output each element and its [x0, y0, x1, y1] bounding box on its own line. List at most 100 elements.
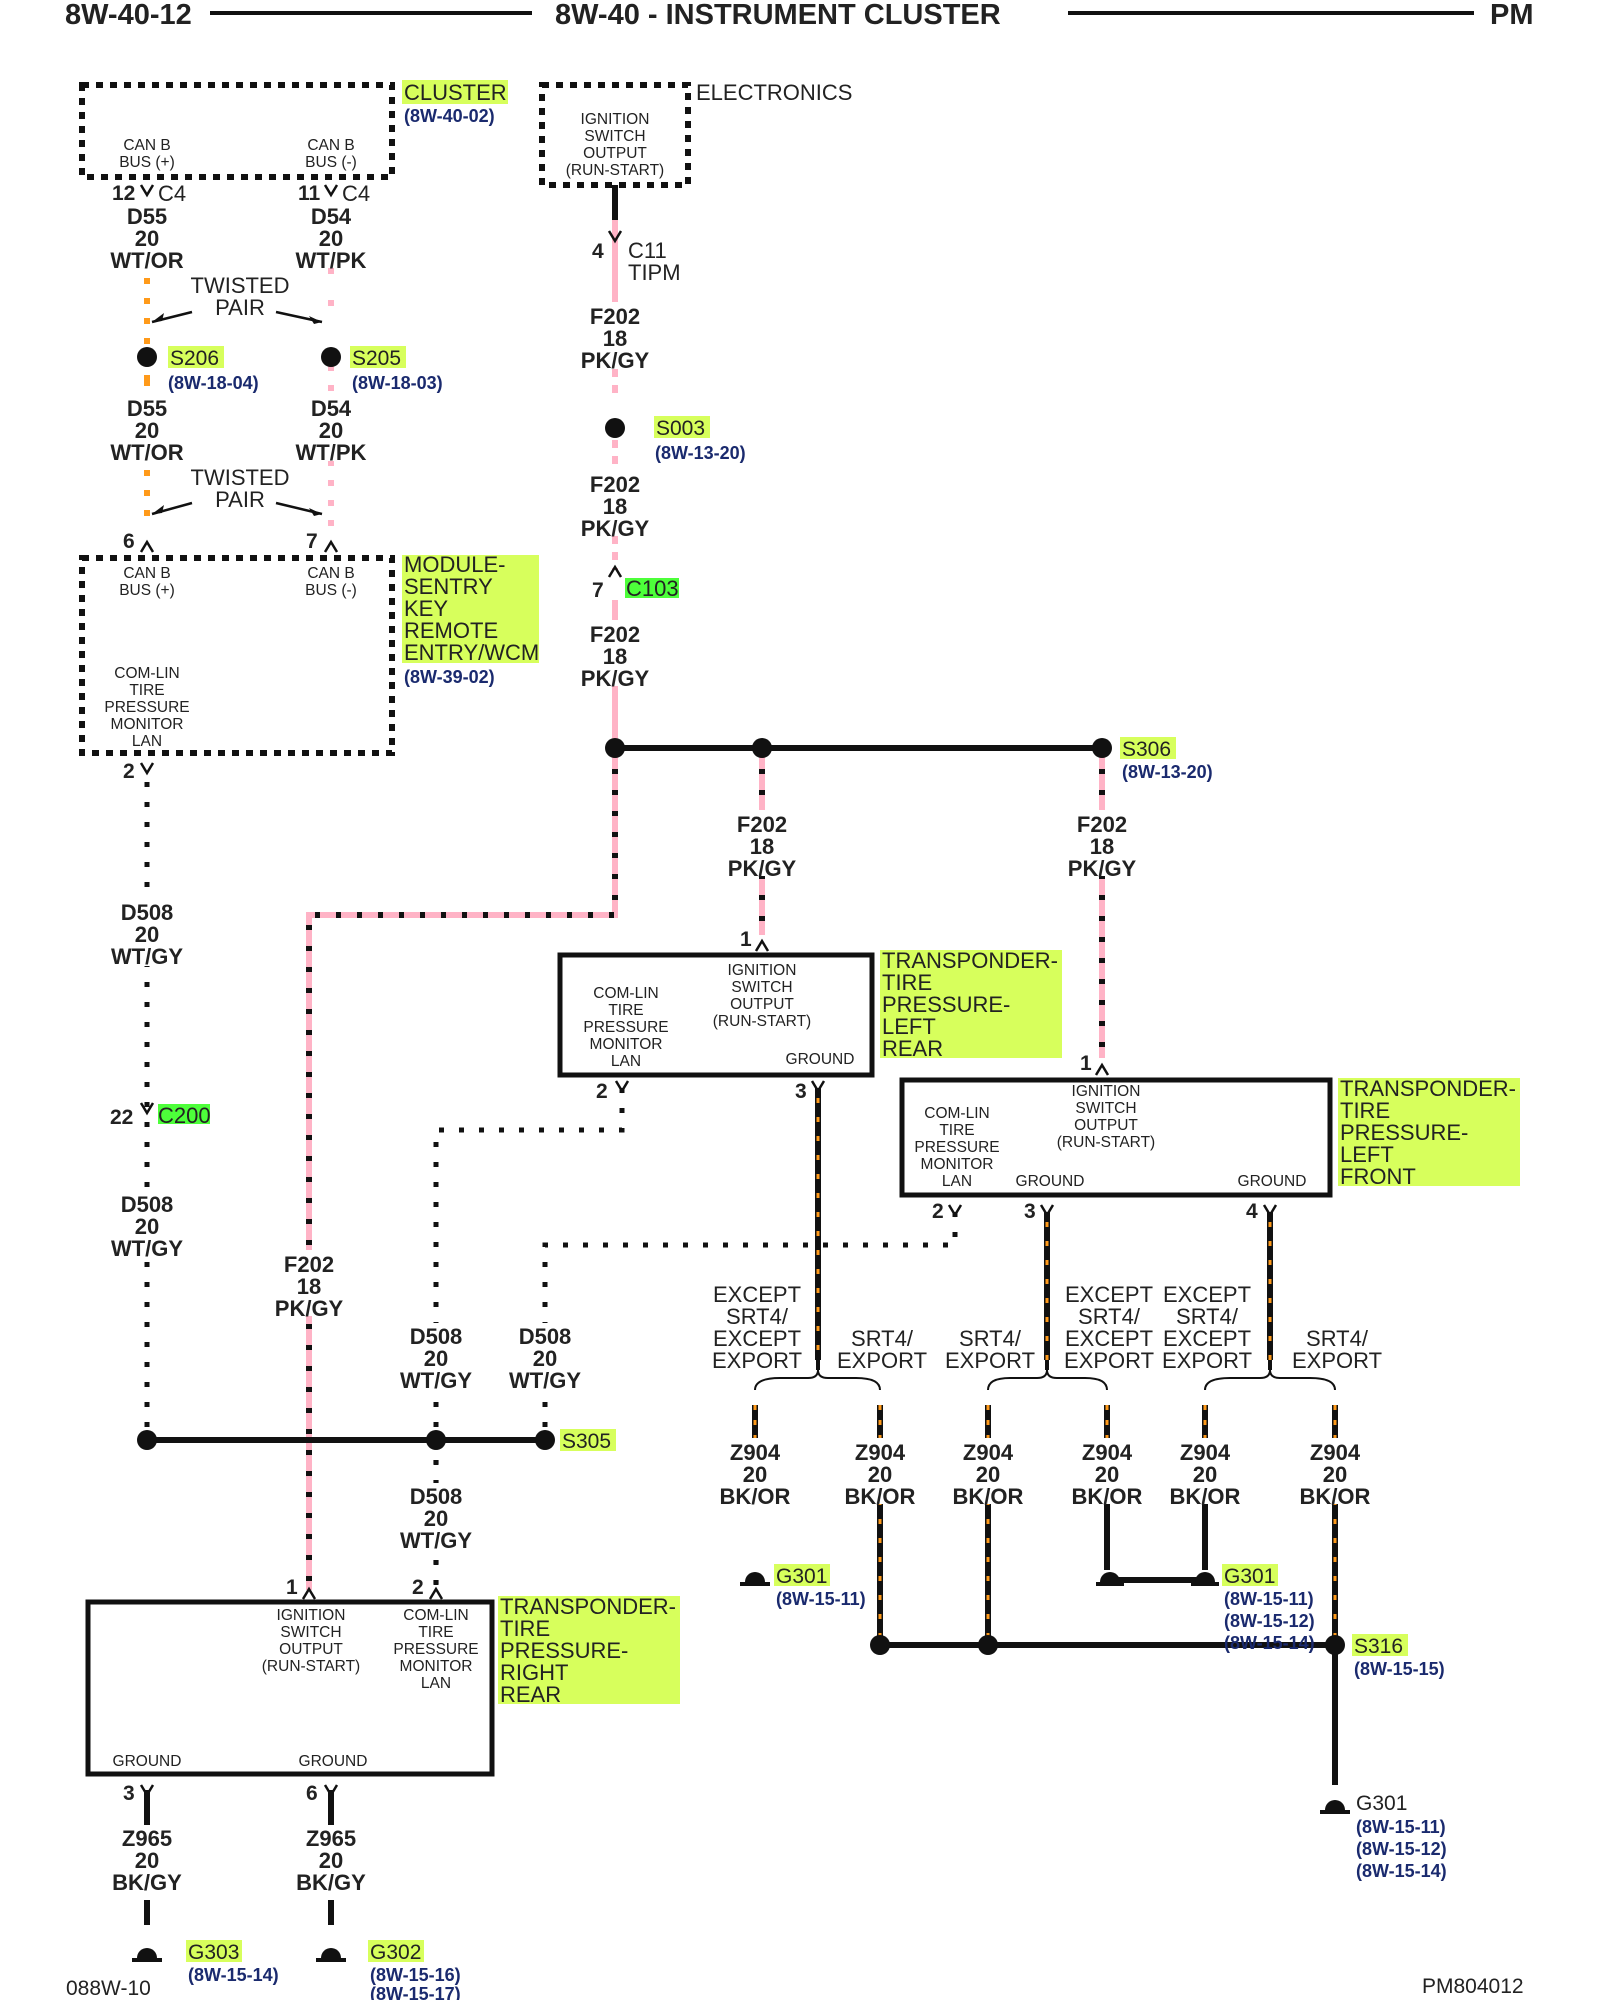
splice-s206-ref: (8W-18-04) [168, 373, 259, 393]
connector-chevron [947, 1204, 963, 1218]
lr-lan-pin: 2 [596, 1080, 608, 1103]
tp-rr-pin-gnd-1: GROUND [113, 1753, 182, 1770]
c11-name: C11 [628, 238, 667, 263]
splice-s316-dot-3 [1325, 1635, 1345, 1655]
connector-chevron [754, 938, 770, 952]
ground-g301-b-ref-2: (8W-15-12) [1224, 1611, 1315, 1631]
s205-highlight [350, 346, 406, 368]
s003-highlight [654, 416, 710, 438]
cluster-name-highlight [402, 80, 508, 104]
splice-s306-dot-2 [752, 738, 772, 758]
option-lf2-brace [1204, 1369, 1336, 1391]
connector-chevron [614, 1080, 630, 1094]
ground-g301-b-right [1191, 1572, 1219, 1586]
rr-ign-pin: 1 [286, 1576, 298, 1599]
page-title: 8W-40 - INSTRUMENT CLUSTER [555, 0, 1001, 31]
s316-highlight [1352, 1634, 1408, 1656]
ground-g301-b-left [1096, 1572, 1124, 1586]
rr-lan-pin: 2 [412, 1576, 424, 1599]
c103-name: C103 [626, 576, 679, 601]
wire-d508-lr [433, 1088, 625, 1440]
connector-chevron [323, 1784, 339, 1798]
ground-g303-ref: (8W-15-14) [188, 1965, 279, 1985]
option-lf2-srt4: SRT4/EXPORT [1292, 1326, 1382, 1373]
splice-s205-name: S205 [352, 347, 401, 370]
splice-s305-dot-2 [426, 1430, 446, 1450]
splice-s316-dot-1 [870, 1635, 890, 1655]
ground-g302-name: G302 [370, 1941, 421, 1964]
wcm-box [79, 555, 395, 756]
ground-g301-b-name: G301 [1224, 1565, 1275, 1588]
wire-z904-drops [752, 1405, 1338, 1645]
splice-s316-dot-2 [978, 1635, 998, 1655]
option-lr-brace [754, 1369, 881, 1391]
option-lr-srt4: SRT4/EXPORT [837, 1326, 927, 1373]
connector-chevron [1262, 1204, 1278, 1218]
splice-s305-dot-1 [137, 1430, 157, 1450]
connector-symbols [139, 184, 1278, 1798]
c11-sub: TIPM [628, 260, 681, 285]
c103-pin: 7 [592, 579, 604, 602]
tp-rr-name-highlight [498, 1596, 680, 1704]
splice-s205-dot [321, 347, 341, 367]
splice-s206-name: S206 [170, 347, 219, 370]
lf-g2-pin: 4 [1246, 1200, 1258, 1223]
splice-s305-dot-3 [535, 1430, 555, 1450]
cluster-box [79, 82, 395, 180]
connector-chevron [139, 539, 155, 553]
g301-b-highlight [1222, 1564, 1278, 1586]
ground-g303-name: G303 [188, 1941, 239, 1964]
c200-highlight [158, 1104, 210, 1124]
c103-highlight [625, 578, 679, 598]
s206-highlight [168, 346, 224, 368]
lr-ign-pin: 1 [740, 928, 752, 951]
splice-s306-dot-3 [1092, 738, 1112, 758]
c4-b-pin: 11 [298, 182, 321, 205]
connector-chevron [1094, 1062, 1110, 1076]
arrowhead [152, 313, 164, 322]
ground-g301-a-name: G301 [776, 1565, 827, 1588]
ground-g303 [132, 1948, 162, 1962]
s306-highlight [1120, 737, 1176, 759]
connector-chevron [323, 184, 339, 198]
ground-g301-a-ref: (8W-15-11) [776, 1589, 866, 1609]
ground-g302-ref-2: (8W-15-17) [370, 1984, 461, 2000]
arrowhead [152, 505, 164, 514]
s305-highlight [560, 1429, 616, 1451]
wcm-a-pin: 6 [123, 530, 135, 553]
cluster-ref: (8W-40-02) [404, 106, 495, 126]
cluster-name: CLUSTER [404, 80, 507, 105]
tp-rr-pin-gnd-2: GROUND [299, 1753, 368, 1770]
connector-chevron [139, 1784, 155, 1798]
tp-lr-pin-gnd: GROUND [786, 1051, 855, 1068]
c200-pin: 22 [110, 1106, 133, 1129]
splice-s316-name: S316 [1354, 1635, 1403, 1658]
tp-rr-box [85, 1599, 495, 1777]
